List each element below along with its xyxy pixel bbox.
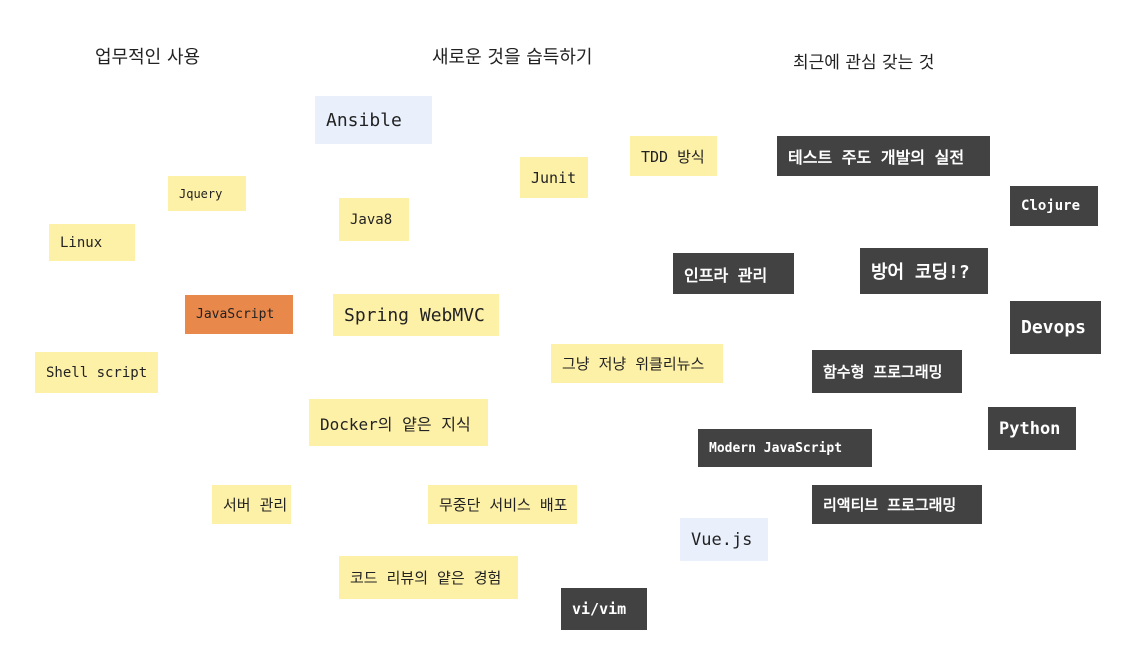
note-devops[interactable]: Devops <box>1010 301 1101 354</box>
heading-recent-interest: 최근에 관심 갖는 것 <box>793 53 935 73</box>
note-defensive-coding[interactable]: 방어 코딩!? <box>860 248 988 294</box>
note-reactive-programming[interactable]: 리액티브 프로그래밍 <box>812 485 982 524</box>
note-vuejs[interactable]: Vue.js <box>680 518 768 561</box>
note-shell-script[interactable]: Shell script <box>35 352 158 393</box>
note-functional-programming[interactable]: 함수형 프로그래밍 <box>812 350 962 393</box>
note-tdd-book[interactable]: 테스트 주도 개발의 실전 <box>777 136 990 176</box>
note-junit[interactable]: Junit <box>520 157 588 198</box>
note-javascript[interactable]: JavaScript <box>185 295 293 334</box>
note-server-management[interactable]: 서버 관리 <box>212 485 291 524</box>
note-vim[interactable]: vi/vim <box>561 588 647 630</box>
note-tdd[interactable]: TDD 방식 <box>630 136 717 176</box>
heading-new-learning: 새로운 것을 습득하기 <box>432 47 593 68</box>
note-weekly-news[interactable]: 그냥 저냥 위클리뉴스 <box>551 344 723 383</box>
heading-work-use: 업무적인 사용 <box>95 47 201 68</box>
note-modern-javascript[interactable]: Modern JavaScript <box>698 429 872 467</box>
note-code-review[interactable]: 코드 리뷰의 얕은 경험 <box>339 556 518 599</box>
note-jquery[interactable]: Jquery <box>168 176 246 211</box>
note-infra[interactable]: 인프라 관리 <box>673 253 794 294</box>
note-clojure[interactable]: Clojure <box>1010 186 1098 226</box>
note-java8[interactable]: Java8 <box>339 198 409 241</box>
note-docker[interactable]: Docker의 얕은 지식 <box>309 399 488 446</box>
note-python[interactable]: Python <box>988 407 1076 450</box>
note-zero-downtime-deploy[interactable]: 무중단 서비스 배포 <box>428 485 577 524</box>
note-spring-webmvc[interactable]: Spring WebMVC <box>333 294 499 336</box>
note-linux[interactable]: Linux <box>49 224 135 261</box>
note-ansible[interactable]: Ansible <box>315 96 432 144</box>
